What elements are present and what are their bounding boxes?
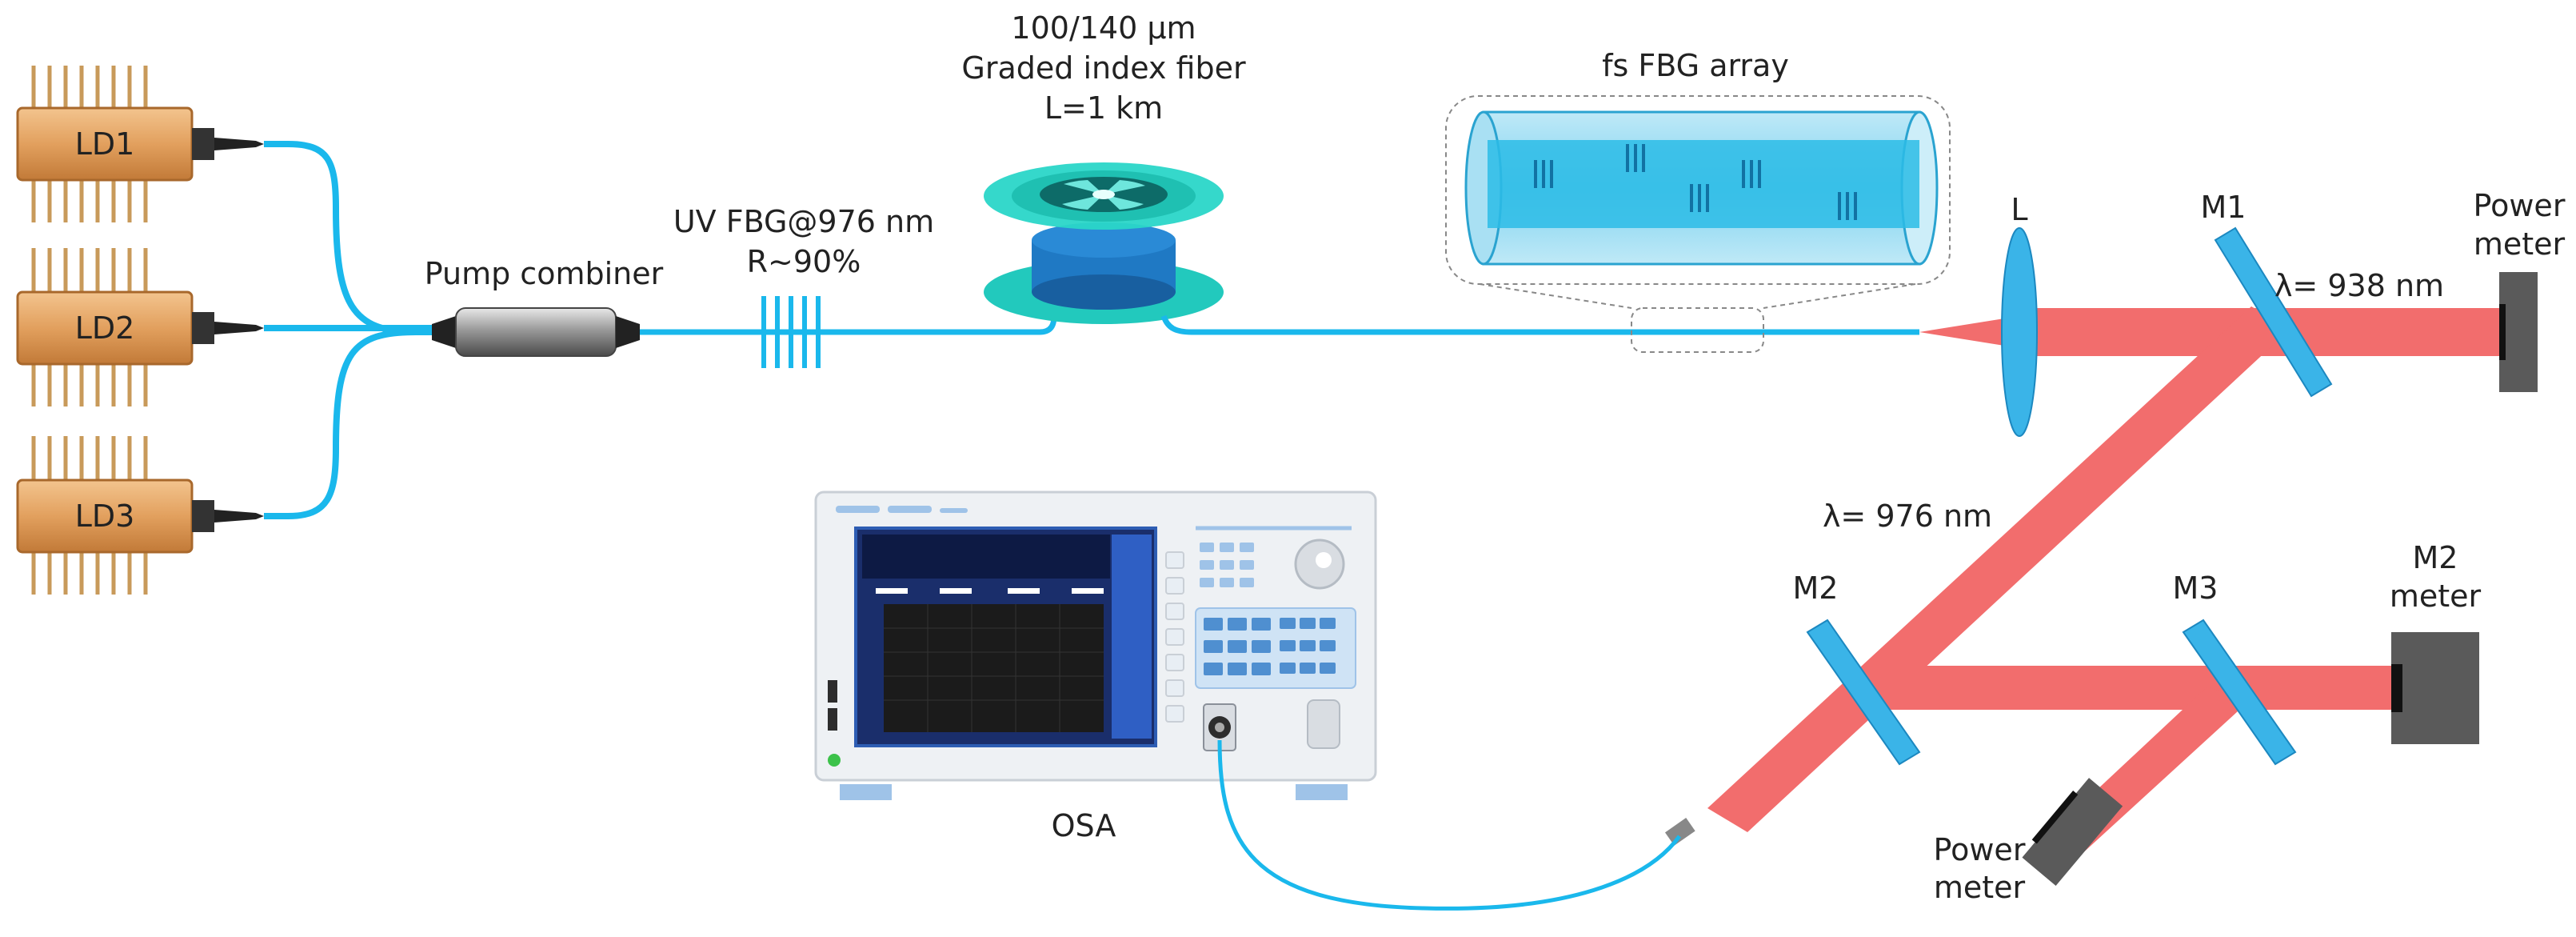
fiber-to-lens — [1160, 314, 1919, 335]
mirror-m3 — [2182, 619, 2297, 766]
m2-meter-label-2: meter — [2390, 579, 2482, 614]
ld1-label: LD1 — [75, 126, 135, 162]
pump-combiner — [432, 307, 640, 357]
fiber-connector — [1664, 818, 1695, 846]
fiber-spool — [984, 162, 1224, 324]
pump-fibers — [264, 141, 436, 519]
mirror-m1 — [2214, 226, 2333, 398]
m2-meter-label-1: M2 — [2413, 540, 2458, 575]
fiber-to-spool — [640, 315, 1057, 335]
signal-wavelength: λ= 938 nm — [2274, 268, 2444, 303]
uv-fbg — [761, 296, 821, 368]
spool-label-1: 100/140 µm — [1011, 10, 1196, 46]
m3-label: M3 — [2173, 571, 2219, 606]
fs-fbg-array — [1445, 95, 1951, 353]
m1-label: M1 — [2201, 190, 2247, 225]
power-meter-1-label-1: Power — [2474, 188, 2566, 223]
uv-fbg-label-1: UV FBG@976 nm — [673, 204, 934, 239]
lens-label: L — [2011, 192, 2027, 227]
lens — [2001, 227, 2038, 437]
power-meter-1-label-2: meter — [2474, 226, 2566, 262]
fs-fbg-label: fs FBG array — [1602, 48, 1789, 83]
power-meter-2-label-1: Power — [1934, 832, 2026, 867]
power-meter-2 — [2022, 778, 2123, 887]
m2-meter — [2391, 632, 2479, 744]
laser-diode-ld2 — [16, 248, 264, 406]
mirror-m2 — [1806, 619, 1921, 766]
power-meter-2-label-2: meter — [1934, 870, 2026, 905]
uv-fbg-label-2: R~90% — [747, 244, 861, 279]
ld3-label: LD3 — [75, 499, 135, 534]
power-meter-1 — [2499, 272, 2538, 392]
ld2-label: LD2 — [75, 310, 135, 346]
laser-diode-ld3 — [16, 436, 264, 595]
pump-wavelength: λ= 976 nm — [1823, 499, 1992, 534]
spool-label-3: L=1 km — [1044, 90, 1163, 126]
osa-fiber — [1217, 739, 1682, 911]
laser-diode-ld1 — [16, 66, 264, 222]
pump-combiner-label: Pump combiner — [425, 256, 664, 291]
osa-instrument — [814, 491, 1377, 800]
spool-label-2: Graded index fiber — [961, 50, 1246, 86]
osa-label: OSA — [1052, 808, 1116, 843]
m2-label: M2 — [1793, 571, 1839, 606]
